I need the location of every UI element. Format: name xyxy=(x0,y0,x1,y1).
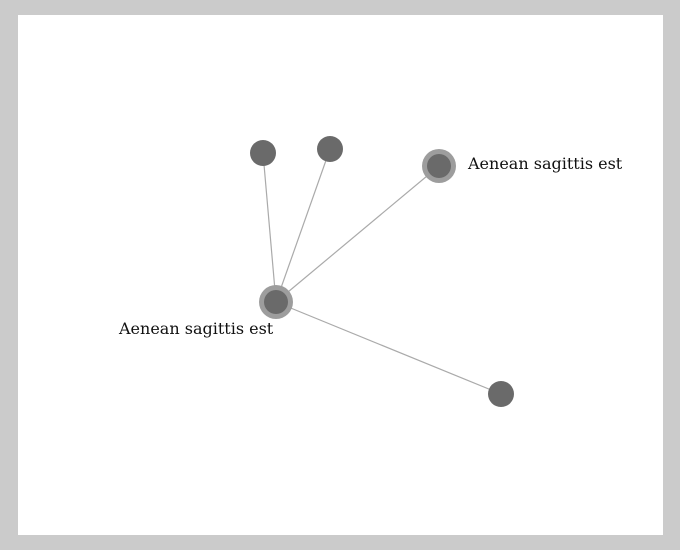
node-n4-circle[interactable] xyxy=(488,381,514,407)
node-hub-label: Aenean sagittis est xyxy=(118,319,274,338)
node-n3[interactable] xyxy=(422,149,456,183)
edge-hub-n4 xyxy=(275,301,502,395)
node-n1[interactable] xyxy=(250,140,276,166)
node-hub-circle[interactable] xyxy=(264,290,288,314)
node-n3-circle[interactable] xyxy=(427,154,451,178)
node-n4[interactable] xyxy=(488,381,514,407)
node-hub[interactable] xyxy=(259,285,293,319)
nodes-group xyxy=(250,136,514,407)
edge-hub-n2 xyxy=(275,148,331,303)
edge-hub-n1 xyxy=(262,152,277,303)
node-n2-circle[interactable] xyxy=(317,136,343,162)
node-n2[interactable] xyxy=(317,136,343,162)
labels-group: Aenean sagittis est Aenean sagittis est xyxy=(118,154,623,338)
edge-hub-n3 xyxy=(275,165,440,303)
edges-group xyxy=(262,148,502,395)
graph-canvas-frame xyxy=(18,15,663,535)
node-n3-label: Aenean sagittis est xyxy=(467,154,623,173)
node-n1-circle[interactable] xyxy=(250,140,276,166)
